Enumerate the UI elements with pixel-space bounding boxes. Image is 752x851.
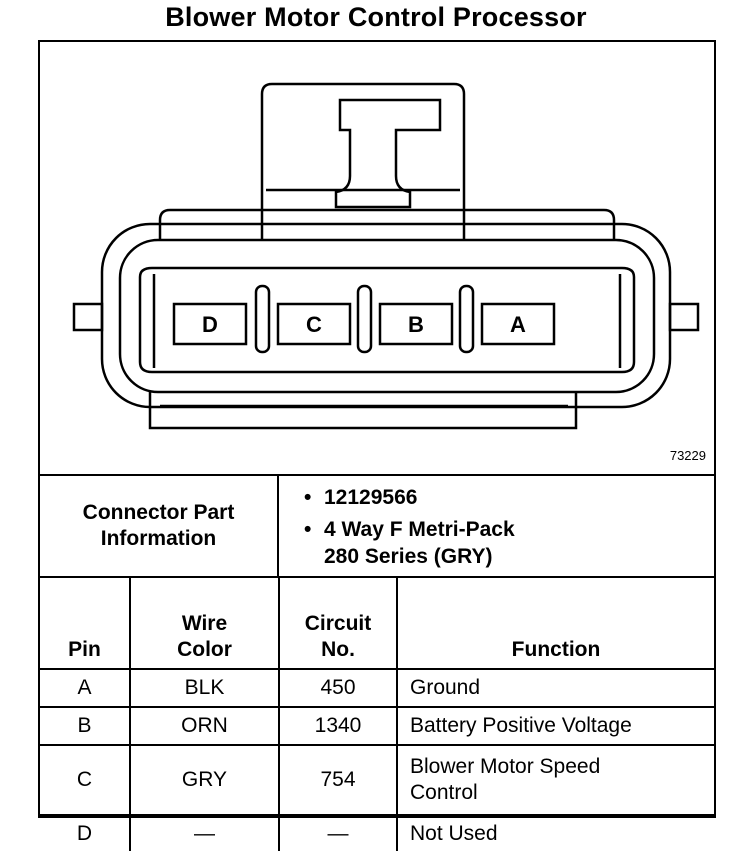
pin-label-b: B: [408, 312, 424, 337]
cell-function: Ground: [396, 668, 714, 708]
cell-wire-color: ORN: [129, 706, 280, 746]
figure-number: 73229: [669, 448, 706, 463]
connector-type: 4 Way F Metri-Pack: [324, 518, 515, 541]
pin-label-c: C: [306, 312, 322, 337]
pin-box-c: [276, 302, 352, 346]
connector-body-outer: [100, 222, 672, 409]
cell-wire-color: GRY: [129, 744, 280, 816]
cell-function: Battery Positive Voltage: [396, 706, 714, 746]
connector-body-mid: [118, 238, 656, 394]
connector-info-label-line2: Information: [100, 527, 217, 550]
pin-separator: [356, 284, 373, 354]
table-row: B ORN 1340 Battery Positive Voltage: [40, 706, 714, 746]
table-row: A BLK 450 Ground: [40, 668, 714, 708]
cell-pin: A: [40, 668, 131, 708]
cell-circuit: 450: [278, 668, 398, 708]
cell-circuit: —: [278, 814, 398, 851]
pin-separator: [254, 284, 271, 354]
connector-info-list: • 12129566 • 4 Way F Metri-Pack 280 Seri…: [304, 484, 515, 570]
connector-part-info: Connector Part Information • 12129566 • …: [40, 474, 714, 576]
bullet-icon: •: [304, 518, 312, 541]
cell-pin: C: [40, 744, 131, 816]
pin-label-a: A: [510, 312, 526, 337]
pin-label-d: D: [202, 312, 218, 337]
pin-box-d: [172, 302, 248, 346]
header-pin: Pin: [40, 576, 131, 670]
latch-housing: [260, 82, 466, 240]
table-row: D — — Not Used: [40, 814, 714, 851]
part-number: 12129566: [324, 486, 418, 509]
cell-wire-color: —: [129, 814, 280, 851]
connector-info-label-line1: Connector Part: [82, 501, 235, 524]
connector-cavity: [138, 266, 636, 374]
page-title: Blower Motor Control Processor: [165, 2, 587, 32]
cell-circuit: 1340: [278, 706, 398, 746]
connector-series: 280 Series (GRY): [324, 545, 493, 568]
cell-pin: B: [40, 706, 131, 746]
connector-info-label: Connector Part Information: [40, 476, 279, 576]
pin-box-b: [378, 302, 454, 346]
connector-diagram: D C B A 73229: [40, 42, 714, 474]
cell-function: Not Used: [396, 814, 714, 851]
cell-pin: D: [40, 814, 131, 851]
info-item: • 12129566: [304, 484, 515, 511]
connector-base: [148, 392, 578, 430]
side-tab-right: [668, 302, 700, 332]
pin-separator: [458, 284, 475, 354]
info-item: • 4 Way F Metri-Pack: [304, 516, 515, 543]
side-tab-left: [72, 302, 104, 332]
connector-drawing: D C B A: [72, 82, 700, 430]
connector-frame: D C B A 73229 Connector Part Information…: [38, 40, 716, 851]
latch-tab: [334, 98, 442, 209]
connector-shoulder: [158, 208, 616, 240]
cell-circuit: 754: [278, 744, 398, 816]
pin-box-a: [480, 302, 556, 346]
bullet-icon: •: [304, 486, 312, 509]
header-function: Function: [396, 576, 714, 670]
cell-wire-color: BLK: [129, 668, 280, 708]
